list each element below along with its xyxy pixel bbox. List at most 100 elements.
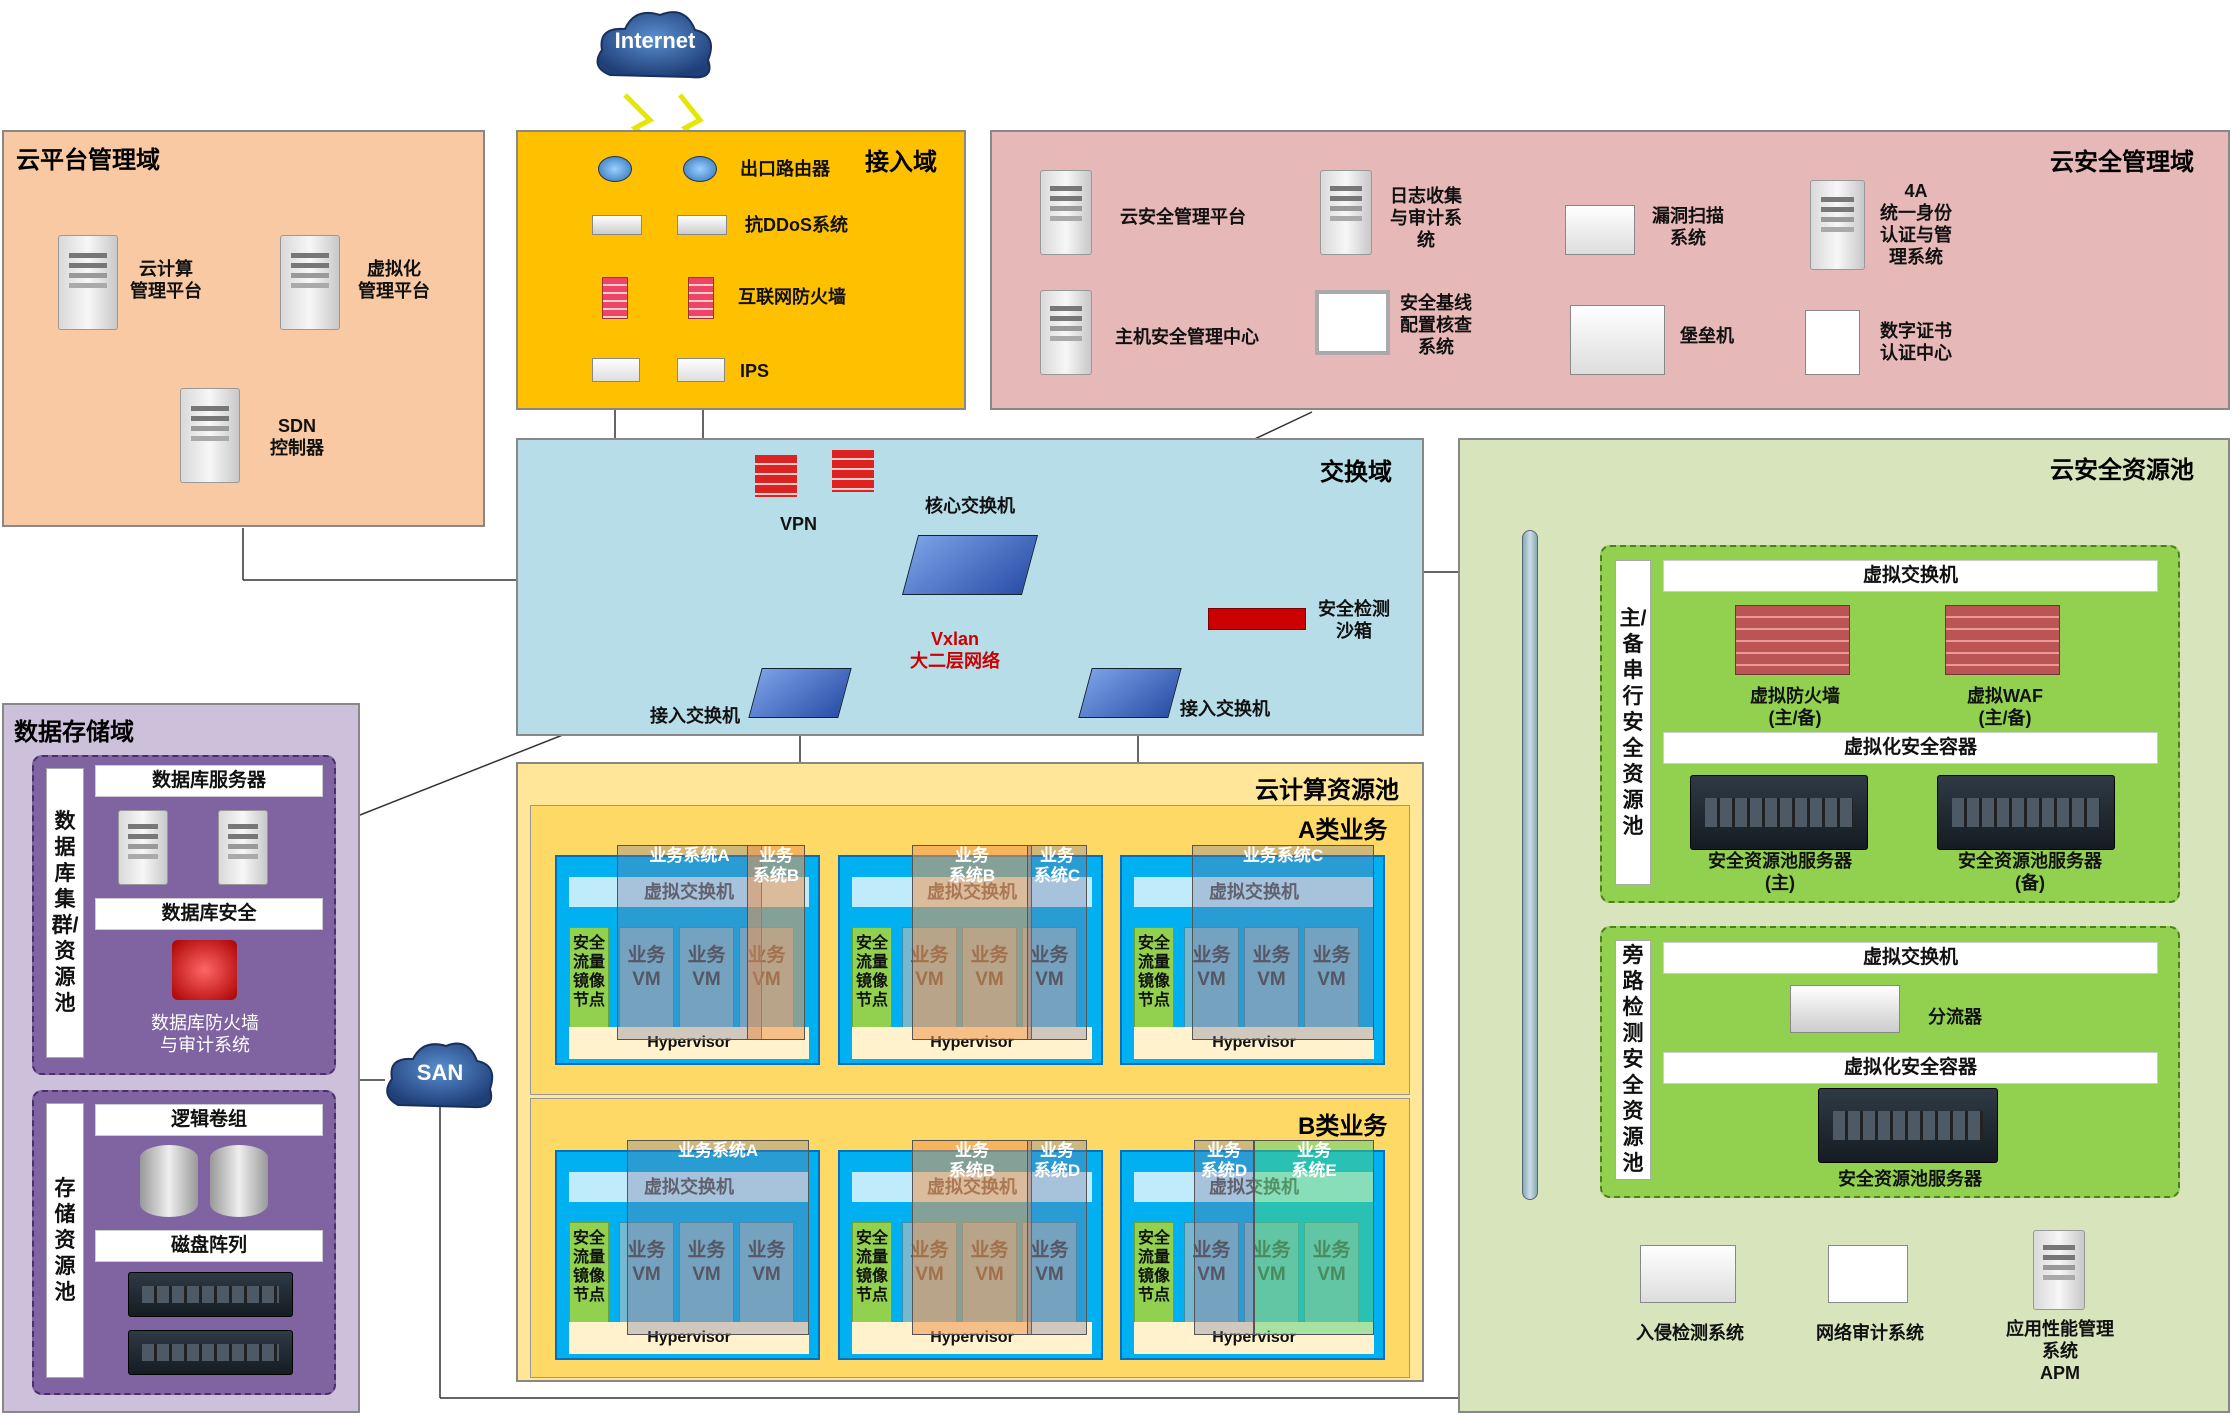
access-domain — [516, 130, 966, 410]
business-system-label: 业务系统C — [1242, 846, 1324, 865]
business-vm: 业务 VM — [679, 927, 734, 1037]
business-system-overlay: 业务 系统B — [912, 845, 1032, 1040]
security-server-backup-label: 安全资源池服务器 (备) — [1958, 851, 2102, 893]
security-server-backup-icon — [1937, 775, 2115, 850]
business-system-label: 业务系统A — [649, 846, 730, 865]
business-vm: 业务 VM — [1184, 1222, 1239, 1332]
business-system-overlay: 业务 系统E — [1254, 1140, 1374, 1335]
router-icon — [598, 156, 632, 182]
ips-label: IPS — [740, 361, 770, 381]
virtual-waf-icon — [1945, 605, 2060, 675]
network-audit-label: 网络审计系统 — [1816, 1323, 1924, 1343]
security-pool-bus — [1522, 530, 1538, 1200]
host-security-center-label: 主机安全管理中心 — [1115, 327, 1259, 347]
business-system-label: 业务系统A — [677, 1141, 759, 1160]
log-audit-server-icon — [1320, 170, 1372, 255]
bastion-host-label: 堡垒机 — [1680, 326, 1734, 346]
ips-device-icon — [677, 358, 725, 382]
business-system-label: 业务 系统B — [948, 1141, 996, 1180]
san-label: SAN — [416, 1060, 464, 1085]
db-security-header: 数据库安全 — [95, 898, 323, 930]
4a-auth-server-icon — [1810, 180, 1865, 270]
sec-container-2: 虚拟化安全容器 — [1663, 1052, 2158, 1084]
disk-array-header: 磁盘阵列 — [95, 1230, 323, 1262]
compute-pool-title: 云计算资源池 — [1255, 777, 1399, 804]
security-mirror-node: 安全 流量 镜像 节点 — [1134, 927, 1174, 1037]
host-security-server-icon — [1040, 290, 1092, 375]
business-vm: 业务 VM — [739, 1222, 794, 1332]
security-mirror-node: 安全 流量 镜像 节点 — [569, 1222, 609, 1332]
internet-label: Internet — [614, 28, 696, 53]
storage-pool-label: 存储资源池 — [46, 1103, 84, 1378]
splitter-label: 分流器 — [1928, 1007, 1982, 1027]
business-vm: 业务 VM — [619, 927, 674, 1037]
cloud-icon — [596, 11, 712, 79]
sandbox-device-icon — [1208, 608, 1306, 630]
internet-firewall-label: 互联网防火墙 — [738, 287, 846, 307]
anti-ddos-label: 抗DDoS系统 — [745, 215, 848, 235]
cloud-icon — [386, 1042, 494, 1109]
hypervisor-bar: Hypervisor — [1134, 1027, 1374, 1059]
sec-container-1: 虚拟化安全容器 — [1663, 732, 2158, 764]
vpn-firewall-icon — [832, 450, 874, 492]
security-platform-server-icon — [1040, 170, 1092, 255]
storage-cylinder-icon — [140, 1145, 198, 1217]
sandbox-label: 安全检测 沙箱 — [1318, 599, 1390, 641]
ca-center-label: 数字证书 认证中心 — [1880, 321, 1952, 363]
db-cluster-label: 数据库集群/资源池 — [46, 768, 84, 1058]
business-vm: 业务 VM — [1304, 927, 1359, 1037]
business-system-overlay: 业务 系统D — [1027, 1140, 1087, 1335]
router-icon — [683, 156, 717, 182]
log-audit-label: 日志收集 与审计系 统 — [1390, 186, 1462, 250]
access-domain-title: 接入域 — [865, 149, 937, 176]
cloud-security-platform-label: 云安全管理平台 — [1120, 207, 1246, 227]
security-server-icon — [1818, 1088, 1998, 1163]
host-virtual-switch: 虚拟交换机 — [1134, 877, 1374, 907]
business-system-label: 业务 系统C — [1033, 846, 1081, 885]
storage-cylinder-icon — [210, 1145, 268, 1217]
virtualization-mgmt-server-icon — [280, 235, 340, 330]
cloud-computing-mgmt-label: 云计算 管理平台 — [130, 259, 202, 301]
cloud-security-pool-title: 云安全资源池 — [2050, 457, 2194, 484]
virtual-waf-label: 虚拟WAF (主/备) — [1967, 686, 2043, 728]
access-switch-icon — [1078, 668, 1182, 718]
host-virtual-switch: 虚拟交换机 — [569, 1172, 809, 1202]
access-switch-label-right: 接入交换机 — [1180, 699, 1270, 719]
bypass-pool-label: 旁路检测安全资源池 — [1615, 940, 1651, 1180]
business-system-label: 业务 系统D — [1200, 1141, 1248, 1180]
security-mirror-node: 安全 流量 镜像 节点 — [852, 1222, 892, 1332]
disk-array-icon — [128, 1330, 293, 1375]
sec-virtual-switch-2: 虚拟交换机 — [1663, 942, 2158, 974]
ca-certificate-icon — [1805, 310, 1860, 375]
business-vm: 业务 VM — [619, 1222, 674, 1332]
core-switch-icon — [901, 535, 1039, 595]
access-switch-label-left: 接入交换机 — [650, 706, 740, 726]
baseline-check-label: 安全基线 配置核查 系统 — [1400, 293, 1472, 357]
ips-device-icon — [592, 358, 640, 382]
4a-auth-label: 4A 统一身份 认证与管 理系统 — [1880, 181, 1952, 267]
firewall-icon — [602, 277, 628, 319]
sec-virtual-switch-1: 虚拟交换机 — [1663, 560, 2158, 592]
security-mirror-node: 安全 流量 镜像 节点 — [569, 927, 609, 1037]
db-firewall-label: 数据库防火墙 与审计系统 — [151, 1013, 259, 1055]
db-server-icon — [118, 810, 168, 885]
security-server-label: 安全资源池服务器 — [1838, 1169, 1982, 1189]
business-vm: 业务 VM — [1184, 927, 1239, 1037]
business-system-label: 业务 系统D — [1033, 1141, 1081, 1180]
db-server-header: 数据库服务器 — [95, 765, 323, 797]
security-server-main-label: 安全资源池服务器 (主) — [1708, 851, 1852, 893]
vpn-firewall-icon — [755, 455, 797, 497]
exchange-domain-title: 交换域 — [1320, 459, 1392, 486]
vpn-label: VPN — [780, 514, 818, 534]
business-vm: 业务 VM — [1244, 927, 1299, 1037]
virtual-firewall-icon — [1735, 605, 1850, 675]
egress-router-label: 出口路由器 — [740, 159, 830, 179]
cloud-computing-mgmt-server-icon — [58, 235, 118, 330]
hypervisor-bar: Hypervisor — [569, 1322, 809, 1354]
ids-icon — [1640, 1245, 1736, 1303]
